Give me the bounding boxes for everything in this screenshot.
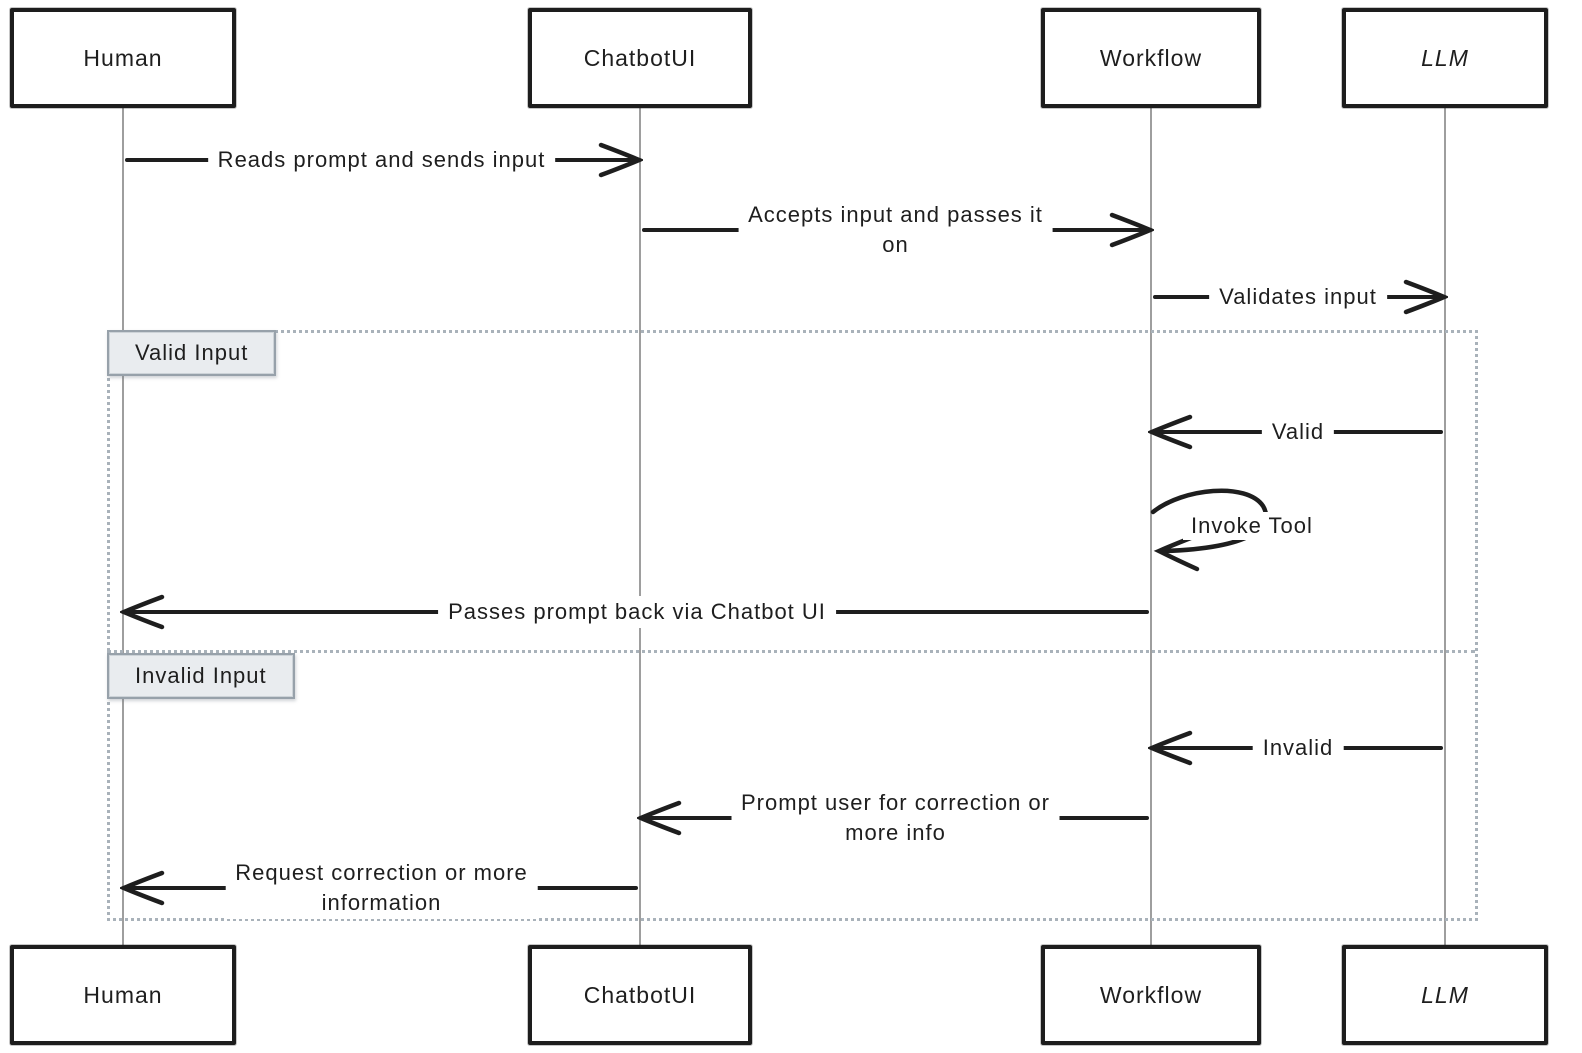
message-request-correction: Request correction or more information [120,856,640,920]
message-reads-prompt: Reads prompt and sends input [123,142,643,178]
actor-top-chatbotui-label: ChatbotUI [583,44,697,71]
actor-top-llm-label: LLM [1421,44,1469,71]
message-label: Accepts input and passes it on [738,199,1053,261]
message-label: Request correction or more information [225,857,538,919]
actor-bottom-human-label: Human [83,981,163,1008]
alt-frame [107,330,1478,921]
arrowhead-left-icon [120,870,168,906]
message-label-line2: more info [845,820,946,845]
message-valid: Valid [1148,414,1445,450]
message-label-line2: on [882,232,909,257]
message-accepts-input: Accepts input and passes it on [640,198,1154,262]
actor-top-llm: LLM [1342,8,1548,108]
alt-frame-divider [107,650,1475,653]
message-label: Reads prompt and sends input [207,144,556,176]
actor-bottom-llm: LLM [1342,945,1548,1045]
message-label: Invalid [1252,732,1344,764]
arrowhead-left-icon [1148,730,1196,766]
arrowhead-right-icon [1106,212,1154,248]
message-label: Valid [1261,416,1335,448]
actor-bottom-human: Human [10,945,236,1045]
actor-top-workflow: Workflow [1041,8,1261,108]
alt-section-label-invalid-text: Invalid Input [135,663,267,688]
message-label: Validates input [1209,281,1387,313]
alt-section-label-valid: Valid Input [107,330,277,376]
actor-bottom-chatbotui: ChatbotUI [528,945,752,1045]
actor-top-chatbotui: ChatbotUI [528,8,752,108]
arrowhead-left-icon [637,800,685,836]
lifeline-workflow [1150,107,1152,947]
actor-top-human: Human [10,8,236,108]
lifeline-llm [1444,107,1446,947]
actor-bottom-workflow-label: Workflow [1099,981,1203,1008]
message-label-line1: Accepts input and passes it [748,202,1043,227]
message-validates-input: Validates input [1151,279,1448,315]
arrowhead-left-icon [120,594,168,630]
message-label-line1: Prompt user for correction or [741,790,1050,815]
actor-top-human-label: Human [83,44,163,71]
message-label: Passes prompt back via Chatbot UI [438,596,836,628]
message-prompt-user-correction: Prompt user for correction or more info [637,786,1151,850]
message-passes-prompt-back: Passes prompt back via Chatbot UI [120,594,1151,630]
arrowhead-right-icon [595,142,643,178]
alt-section-label-valid-text: Valid Input [135,340,249,365]
actor-bottom-workflow: Workflow [1041,945,1261,1045]
actor-bottom-llm-label: LLM [1421,981,1469,1008]
message-invalid: Invalid [1148,730,1445,766]
lifeline-human [122,107,124,947]
arrowhead-right-icon [1400,279,1448,315]
alt-section-label-invalid: Invalid Input [107,653,295,699]
message-label-line2: information [321,890,442,915]
actor-bottom-chatbotui-label: ChatbotUI [583,981,697,1008]
actor-top-workflow-label: Workflow [1099,44,1203,71]
lifeline-chatbotui [639,107,641,947]
message-label-line1: Request correction or more [235,860,528,885]
message-label: Prompt user for correction or more info [731,787,1060,849]
arrowhead-left-icon [1148,414,1196,450]
self-loop-label: Invoke Tool [1183,512,1321,540]
